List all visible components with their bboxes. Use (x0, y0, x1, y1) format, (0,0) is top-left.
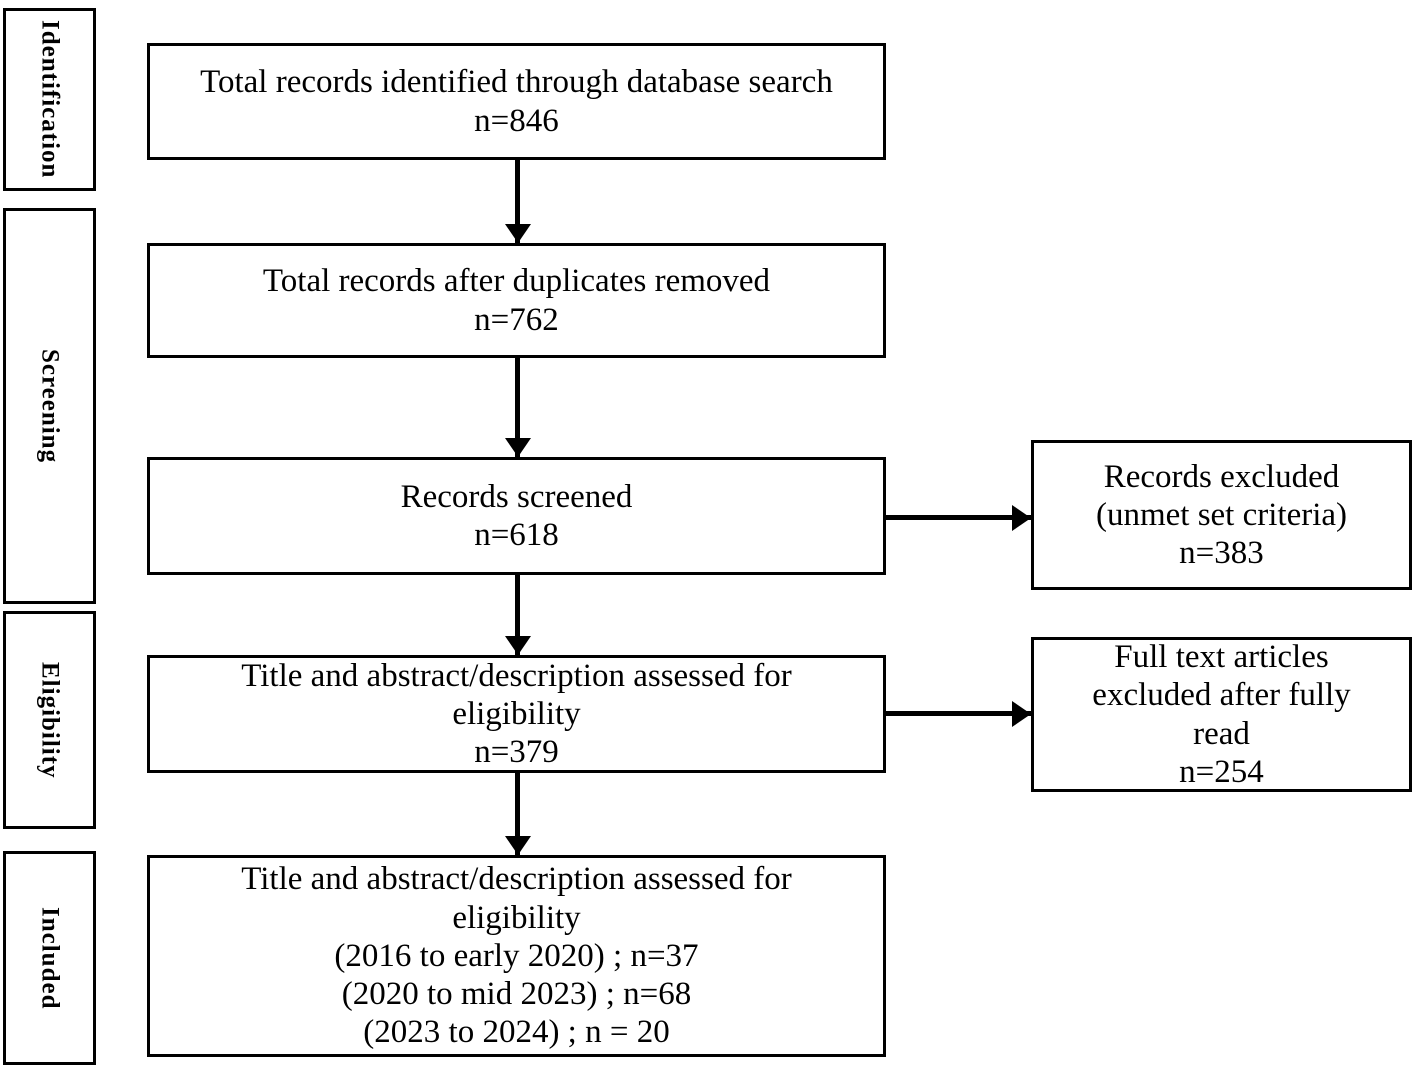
down-arrow-icon-assessed-to-included (515, 773, 520, 855)
flow-box-records-identified: Total records identified through databas… (147, 43, 886, 160)
stage-box-screening: Screening (3, 208, 96, 604)
right-arrow-icon-assessed-to-fulltext-excluded (886, 711, 1031, 716)
exclusion-box-fulltext-excluded-text: Full text articles excluded after fully … (1092, 638, 1351, 790)
flow-box-included-by-period: Title and abstract/description assessed … (147, 855, 886, 1057)
stage-label-eligibility: Eligibility (36, 661, 64, 779)
flow-box-assessed-eligibility-text: Title and abstract/description assessed … (241, 657, 792, 771)
flow-box-assessed-eligibility: Title and abstract/description assessed … (147, 655, 886, 773)
flow-box-duplicates-removed: Total records after duplicates removed n… (147, 243, 886, 358)
stage-label-screening: Screening (36, 348, 64, 464)
down-arrow-icon-screened-to-assessed (515, 575, 520, 655)
flow-box-included-by-period-text: Title and abstract/description assessed … (241, 861, 792, 1051)
stage-label-included: Included (36, 906, 64, 1010)
right-arrow-icon-screened-to-excluded (886, 515, 1031, 520)
exclusion-box-records-excluded: Records excluded (unmet set criteria) n=… (1031, 440, 1412, 590)
down-arrow-icon-identified-to-deduplicated (515, 160, 520, 243)
flow-box-records-screened: Records screened n=618 (147, 457, 886, 575)
flow-box-duplicates-removed-text: Total records after duplicates removed n… (262, 263, 771, 338)
stage-box-identification: Identification (3, 8, 96, 191)
stage-box-included: Included (3, 851, 96, 1065)
stage-box-eligibility: Eligibility (3, 611, 96, 829)
stage-label-identification: Identification (36, 20, 64, 179)
down-arrow-icon-deduplicated-to-screened (515, 358, 520, 457)
exclusion-box-fulltext-excluded: Full text articles excluded after fully … (1031, 637, 1412, 792)
exclusion-box-records-excluded-text: Records excluded (unmet set criteria) n=… (1095, 458, 1348, 572)
flow-box-records-identified-text: Total records identified through databas… (200, 64, 833, 139)
flow-box-records-screened-text: Records screened n=618 (400, 478, 633, 553)
